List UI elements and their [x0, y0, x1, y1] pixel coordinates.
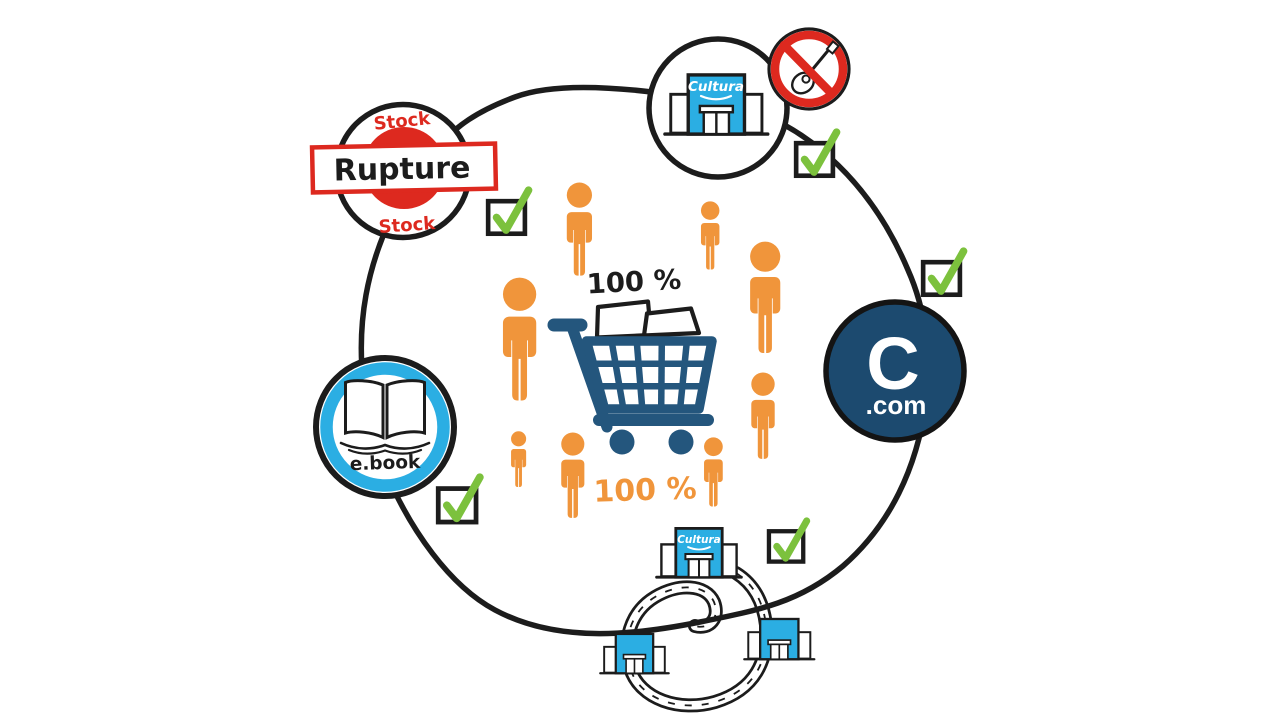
- ebook-badge: e.book: [313, 355, 457, 499]
- checkbox-checked-icon: [488, 190, 528, 234]
- storefront-icon: Cultura: [655, 527, 743, 579]
- no-guitar-prohibition-icon: [767, 27, 851, 111]
- person-icon: [511, 431, 527, 487]
- website-domain-label: .com: [866, 390, 927, 420]
- cultura-smile-icon: [699, 94, 733, 101]
- person-icon: [751, 372, 775, 459]
- person-icon: [750, 241, 781, 353]
- person-icon: [561, 432, 585, 518]
- physical-store-badge: Cultura: [646, 36, 790, 180]
- storefront-icon: [599, 632, 670, 675]
- cultura-label: Cultura: [677, 534, 721, 546]
- box-icon: [641, 306, 702, 338]
- stock-bottom-label: Stock: [378, 213, 437, 238]
- storefront-icon: [743, 617, 816, 661]
- checkbox-checked-icon: [769, 521, 807, 562]
- checkbox-checked-icon: [438, 477, 480, 522]
- person-icon: [700, 201, 720, 270]
- person-icon: [704, 437, 723, 507]
- cultura-label: Cultura: [688, 79, 744, 95]
- stock-rupture-badge: Stock Rupture Stock: [309, 101, 499, 241]
- checkbox-checked-icon: [923, 251, 963, 295]
- shopping-cart-icon: [547, 299, 717, 455]
- availability-label-top: 100 %: [586, 264, 682, 301]
- availability-label-bottom: 100 %: [593, 471, 697, 510]
- open-book-icon: [339, 379, 431, 455]
- website-initial-label: C: [866, 322, 919, 405]
- person-icon: [502, 277, 537, 401]
- person-icon: [566, 182, 593, 276]
- website-badge: C .com: [823, 299, 967, 443]
- cultura-smile-icon: [687, 546, 711, 551]
- rupture-label: Rupture: [333, 151, 470, 189]
- ebook-label: e.book: [349, 452, 421, 475]
